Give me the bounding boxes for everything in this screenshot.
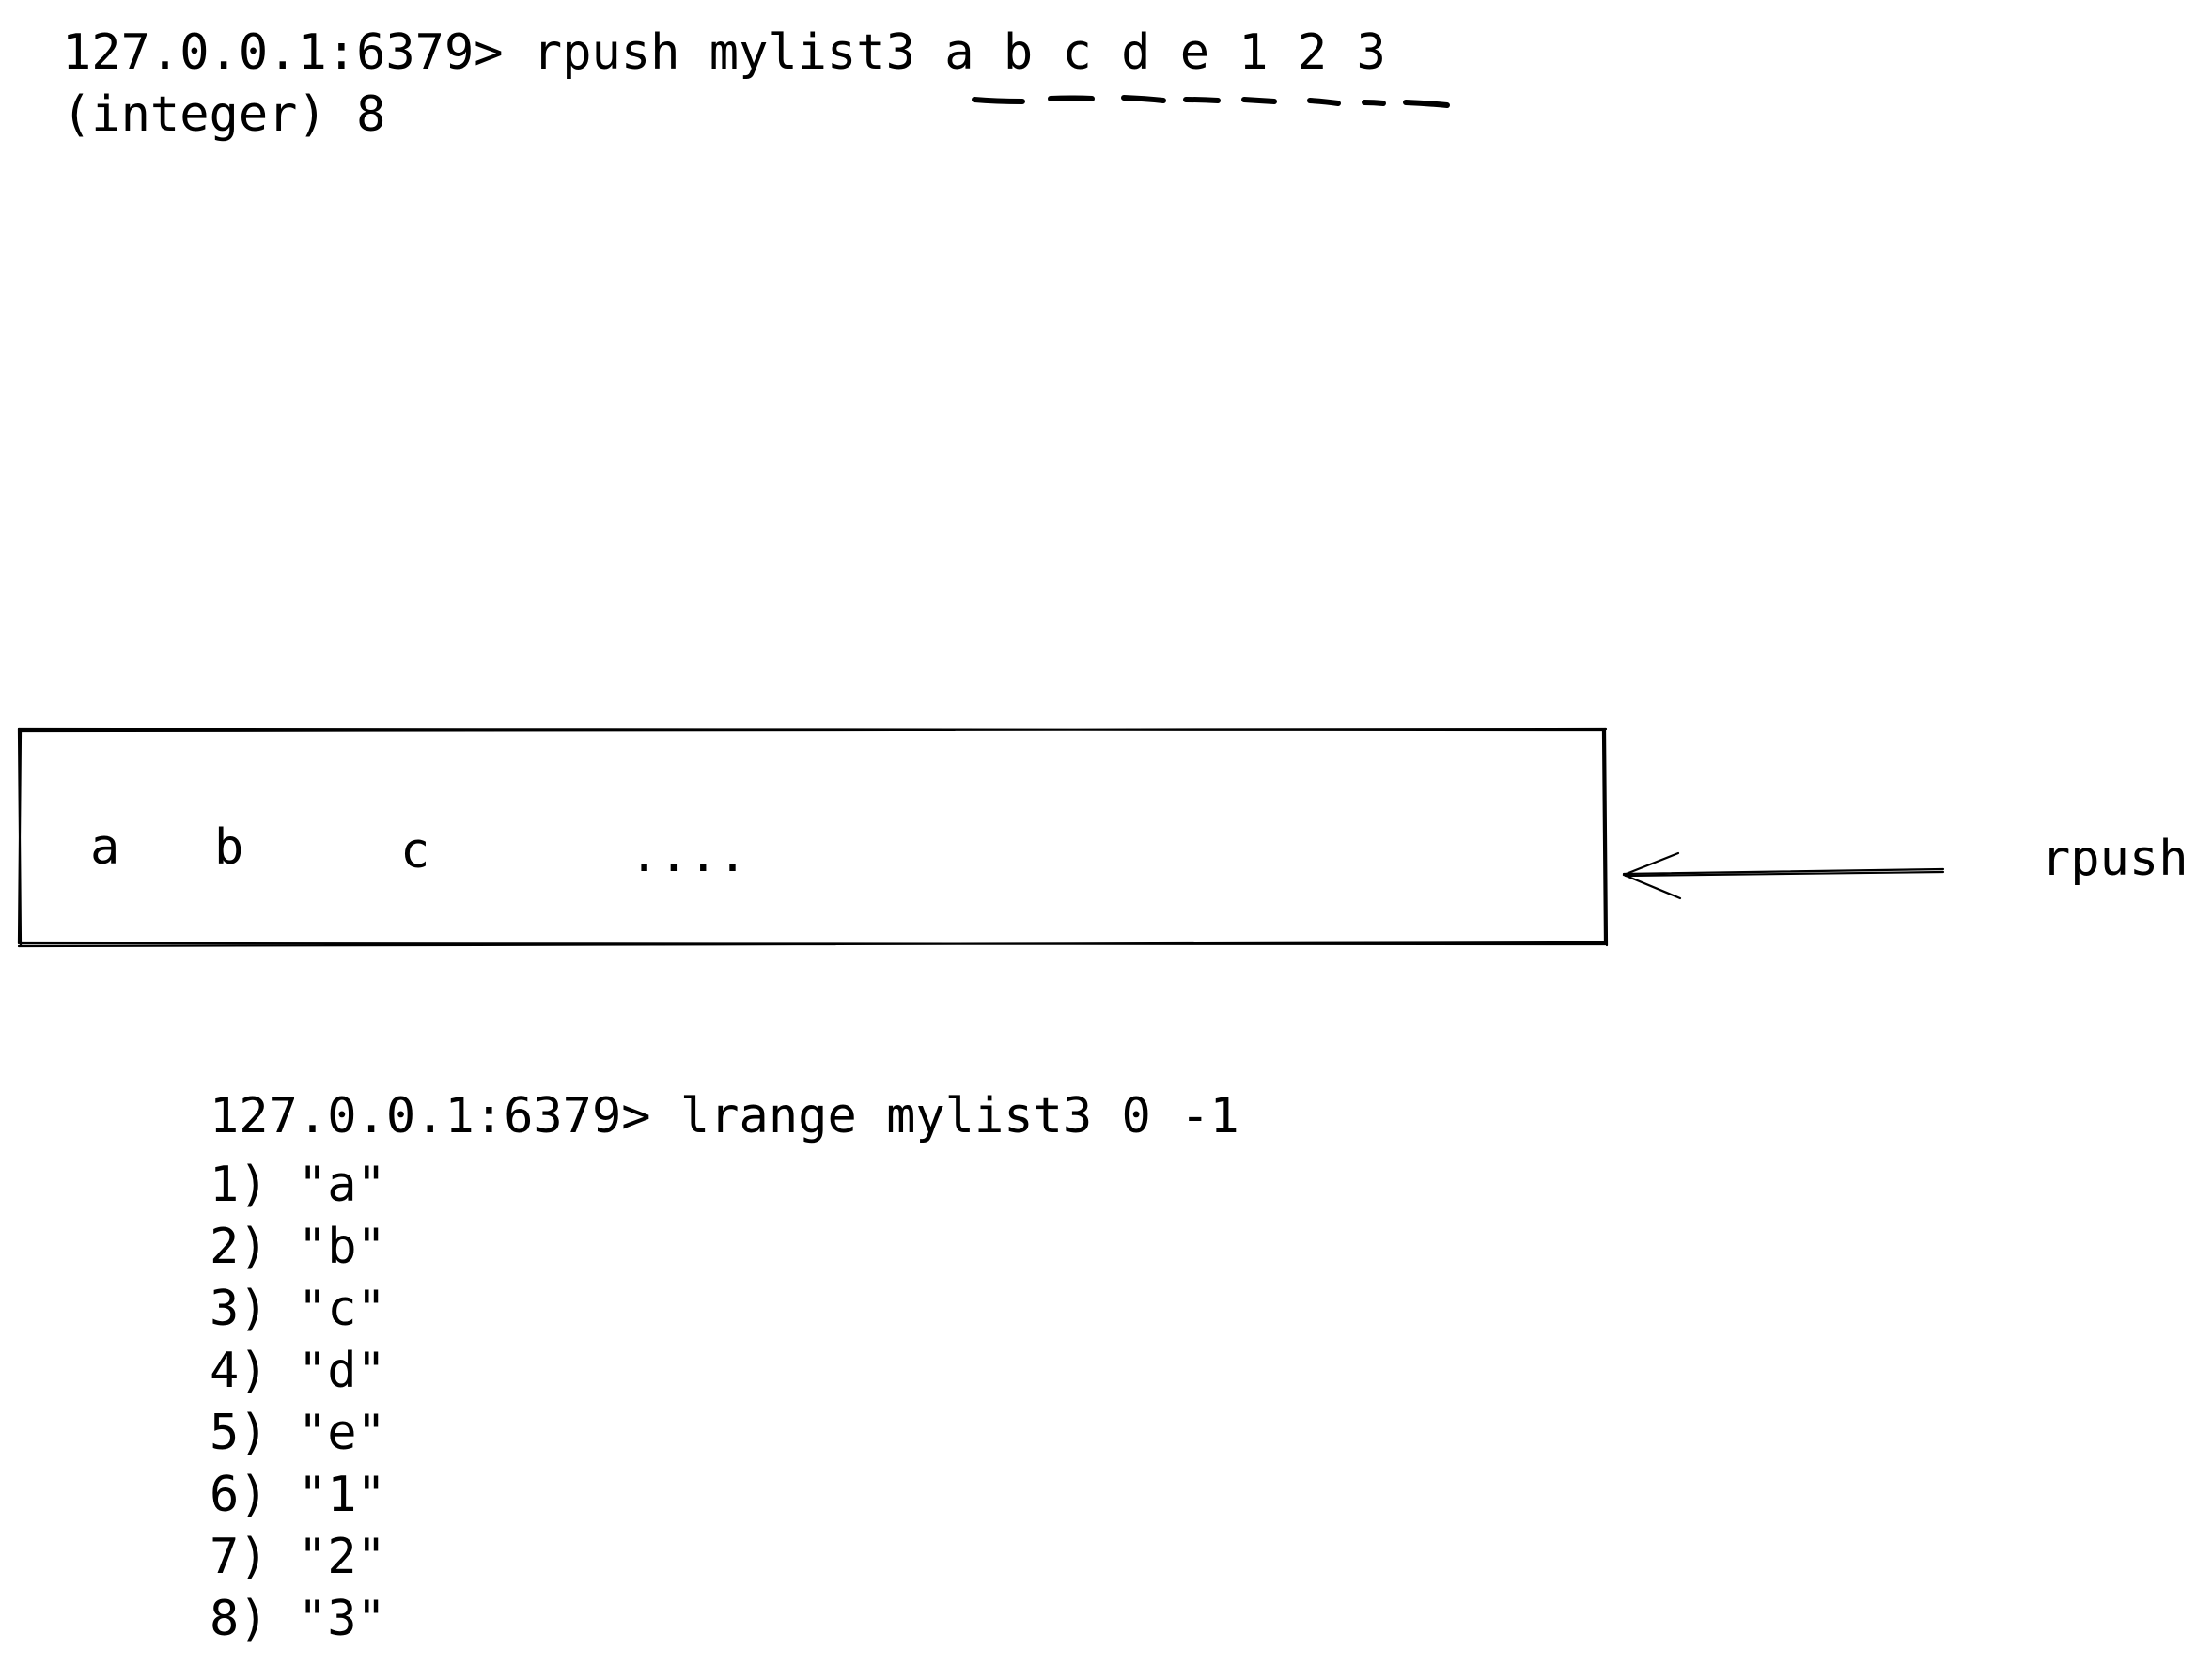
command-args: a b c d e 1 2 3 <box>944 24 1386 81</box>
args-underline <box>972 95 1450 108</box>
output-line: 5) "e" <box>210 1405 386 1461</box>
output-line: 1) "a" <box>210 1157 386 1213</box>
list-box <box>17 727 1609 948</box>
lrange-output: 1) "a" 2) "b" 3) "c" 4) "d" 5) "e" 6) "1… <box>210 1154 386 1650</box>
command-line-rpush: 127.0.0.1:6379> rpush mylist3 a b c d e … <box>62 28 1386 77</box>
command-prompt: 127.0.0.1:6379> <box>210 1088 651 1144</box>
output-line: 2) "b" <box>210 1219 386 1275</box>
command-line-lrange: 127.0.0.1:6379> lrange mylist3 0 -1 <box>210 1092 1239 1141</box>
command-text: lrange mylist3 0 -1 <box>679 1088 1239 1144</box>
rpush-label: rpush <box>2041 831 2189 887</box>
command-text: rpush mylist3 <box>532 24 915 81</box>
output-line: 8) "3" <box>210 1591 386 1647</box>
output-line: 3) "c" <box>210 1281 386 1337</box>
list-item: a <box>90 819 120 876</box>
list-item: b <box>214 819 244 876</box>
output-line: 6) "1" <box>210 1467 386 1523</box>
command-result: (integer) 8 <box>62 86 386 143</box>
output-line: 4) "d" <box>210 1343 386 1399</box>
output-line: 7) "2" <box>210 1529 386 1585</box>
list-ellipsis: .... <box>630 827 748 883</box>
command-prompt: 127.0.0.1:6379> <box>62 24 504 81</box>
list-item: c <box>400 823 430 879</box>
rpush-arrow <box>1622 851 1945 900</box>
